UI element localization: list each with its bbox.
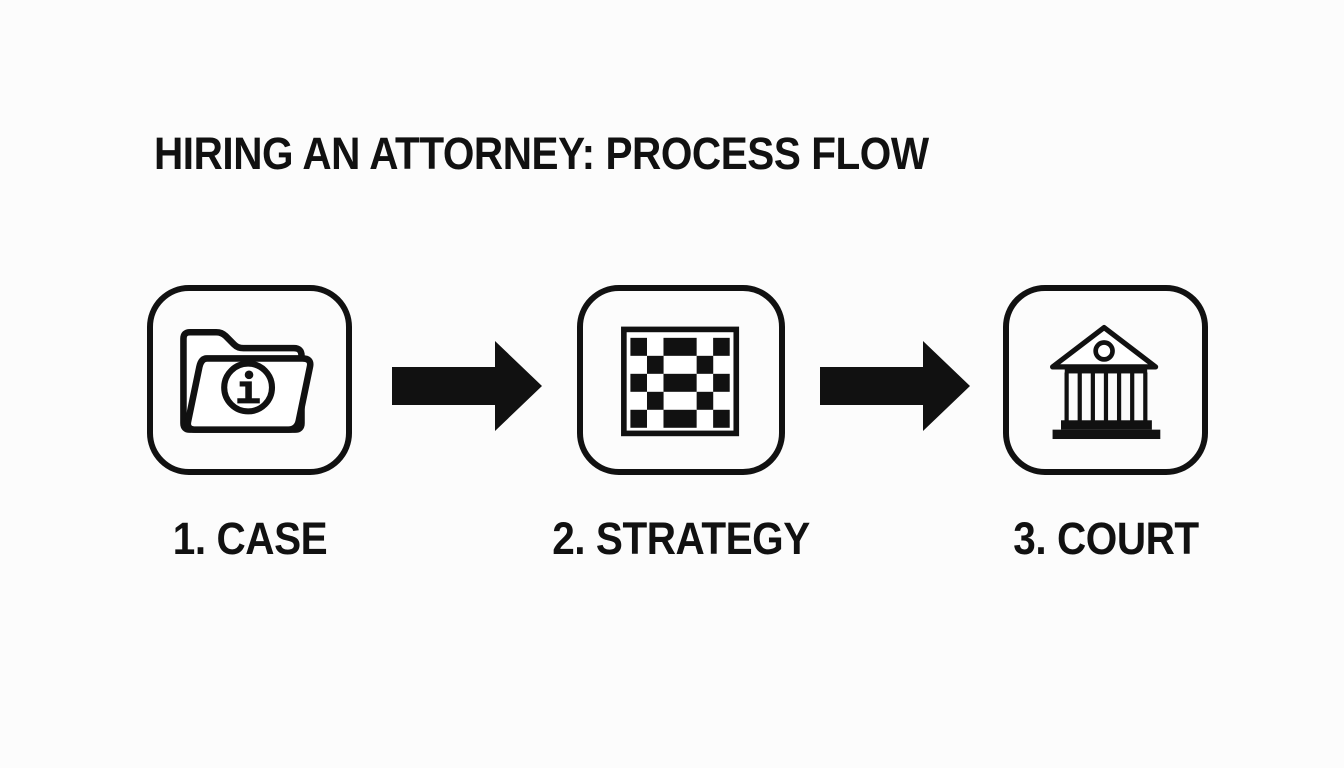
diagram-title: HIRING AN ATTORNEY: PROCESS FLOW xyxy=(154,128,929,179)
step-label-court: 3. COURT xyxy=(1013,513,1199,564)
step-label-strategy: 2. STRATEGY xyxy=(552,513,810,564)
case-icon-box xyxy=(147,285,352,475)
step-label-case: 1. CASE xyxy=(172,513,328,564)
arrow-right-icon xyxy=(820,341,970,431)
courthouse-icon xyxy=(1049,324,1161,440)
court-icon-box xyxy=(1003,285,1208,475)
strategy-icon-box xyxy=(577,285,785,475)
checkerboard-icon xyxy=(621,326,740,437)
folder-info-icon xyxy=(180,328,314,433)
arrow-right-icon xyxy=(392,341,542,431)
